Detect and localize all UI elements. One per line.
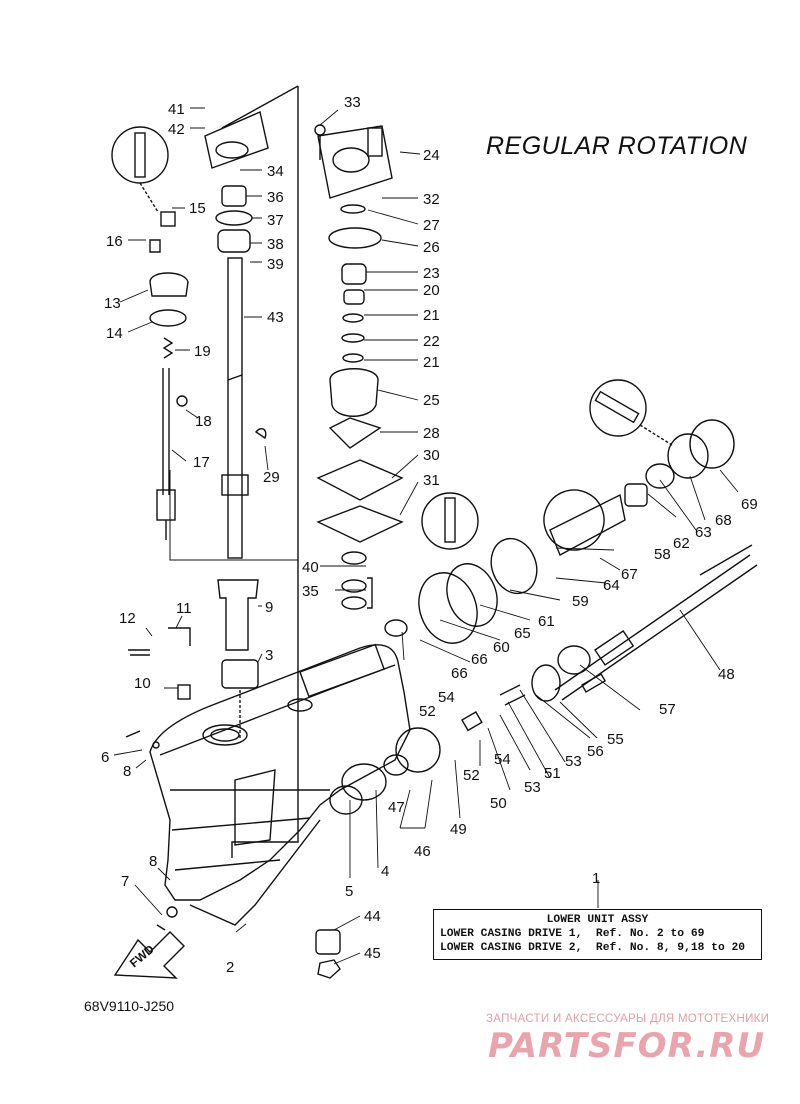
callout-38: 38 bbox=[267, 236, 284, 253]
callout-58: 58 bbox=[654, 546, 671, 563]
info-box-header: LOWER UNIT ASSY bbox=[546, 914, 649, 926]
callout-6: 6 bbox=[101, 749, 109, 766]
callout-8b: 8 bbox=[149, 853, 157, 870]
callout-40: 40 bbox=[302, 559, 319, 576]
callout-54: 54 bbox=[438, 689, 455, 706]
callout-35: 35 bbox=[302, 583, 319, 600]
callout-24: 24 bbox=[423, 147, 440, 164]
callout-53b: 53 bbox=[565, 753, 582, 770]
callout-25: 25 bbox=[423, 392, 440, 409]
callout-36: 36 bbox=[267, 189, 284, 206]
watermark-logo: PARTSFOR.RU bbox=[488, 1026, 766, 1066]
callout-14: 14 bbox=[106, 325, 123, 342]
callout-18: 18 bbox=[195, 413, 212, 430]
callout-16: 16 bbox=[106, 233, 123, 250]
callout-64: 64 bbox=[603, 577, 620, 594]
callout-21b: 21 bbox=[423, 354, 440, 371]
callout-20: 20 bbox=[423, 282, 440, 299]
callout-66: 66 bbox=[471, 651, 488, 668]
callout-32: 32 bbox=[423, 191, 440, 208]
callout-69: 69 bbox=[741, 496, 758, 513]
callout-11: 11 bbox=[176, 600, 192, 617]
callout-17: 17 bbox=[193, 454, 210, 471]
callout-33: 33 bbox=[344, 94, 361, 111]
callout-55: 55 bbox=[607, 731, 624, 748]
callout-12: 12 bbox=[119, 610, 136, 627]
callout-59: 59 bbox=[572, 593, 589, 610]
callout-28: 28 bbox=[423, 425, 440, 442]
callout-37: 37 bbox=[267, 212, 284, 229]
callout-61: 61 bbox=[538, 613, 555, 630]
callout-42: 42 bbox=[168, 121, 185, 138]
callout-8: 8 bbox=[123, 763, 131, 780]
callout-56: 56 bbox=[587, 743, 604, 760]
info-box-number: 1 bbox=[592, 870, 601, 887]
callout-30: 30 bbox=[423, 447, 440, 464]
callout-13: 13 bbox=[104, 295, 121, 312]
callout-53: 53 bbox=[524, 779, 541, 796]
callout-48: 48 bbox=[718, 666, 735, 683]
info-box-row-1: LOWER CASING DRIVE 1, Ref. No. 2 to 69 bbox=[440, 928, 705, 940]
callout-22: 22 bbox=[423, 333, 440, 350]
callout-51: 51 bbox=[544, 765, 561, 782]
lower-casing bbox=[149, 644, 411, 901]
callout-45: 45 bbox=[364, 945, 381, 962]
page-title: REGULAR ROTATION bbox=[486, 132, 748, 160]
document-code: 68V9110-J250 bbox=[84, 998, 175, 1014]
callout-39: 39 bbox=[267, 256, 284, 273]
callout-50: 50 bbox=[490, 795, 507, 812]
callout-67: 67 bbox=[621, 566, 638, 583]
info-box-row-2: LOWER CASING DRIVE 2, Ref. No. 8, 9,18 t… bbox=[440, 942, 746, 954]
fwd-arrow bbox=[113, 931, 185, 979]
callout-27: 27 bbox=[423, 217, 440, 234]
callout-47: 47 bbox=[388, 799, 405, 816]
callout-62: 62 bbox=[673, 535, 690, 552]
callout-46: 46 bbox=[414, 843, 431, 860]
callout-15: 15 bbox=[189, 200, 206, 217]
callout-66b: 66 bbox=[451, 665, 468, 682]
callout-52: 52 bbox=[419, 703, 436, 720]
divider-line bbox=[231, 86, 299, 858]
callout-29: 29 bbox=[263, 469, 280, 486]
callout-57: 57 bbox=[659, 701, 676, 718]
callout-21: 21 bbox=[423, 307, 440, 324]
info-box: LOWER UNIT ASSY LOWER CASING DRIVE 1, Re… bbox=[433, 909, 762, 960]
callout-9: 9 bbox=[265, 599, 273, 616]
callout-7: 7 bbox=[121, 873, 129, 890]
callout-49: 49 bbox=[450, 821, 467, 838]
callout-44: 44 bbox=[364, 908, 381, 925]
callout-34: 34 bbox=[267, 163, 284, 180]
callout-19: 19 bbox=[194, 343, 211, 360]
callout-31: 31 bbox=[423, 472, 440, 489]
callout-43: 43 bbox=[267, 309, 284, 326]
callout-4: 4 bbox=[381, 863, 389, 880]
callout-3: 3 bbox=[265, 647, 273, 664]
callout-10: 10 bbox=[134, 675, 151, 692]
callout-63: 63 bbox=[695, 524, 712, 541]
callout-60: 60 bbox=[493, 639, 510, 656]
callout-52b: 52 bbox=[463, 767, 480, 784]
callout-23: 23 bbox=[423, 265, 440, 282]
callout-54b: 54 bbox=[494, 751, 511, 768]
callout-68: 68 bbox=[715, 512, 732, 529]
watermark-tagline: ЗАПЧАСТИ И АКСЕССУАРЫ ДЛЯ МОТОТЕХНИКИ bbox=[486, 1013, 770, 1025]
callout-41: 41 bbox=[168, 101, 185, 118]
fwd-label: FWD bbox=[127, 942, 157, 971]
callout-65: 65 bbox=[514, 625, 531, 642]
callout-labels: 41 42 34 36 37 38 39 43 15 16 13 14 19 1… bbox=[101, 94, 758, 976]
callout-26: 26 bbox=[423, 239, 440, 256]
callout-2: 2 bbox=[226, 959, 234, 976]
callout-5: 5 bbox=[345, 883, 353, 900]
